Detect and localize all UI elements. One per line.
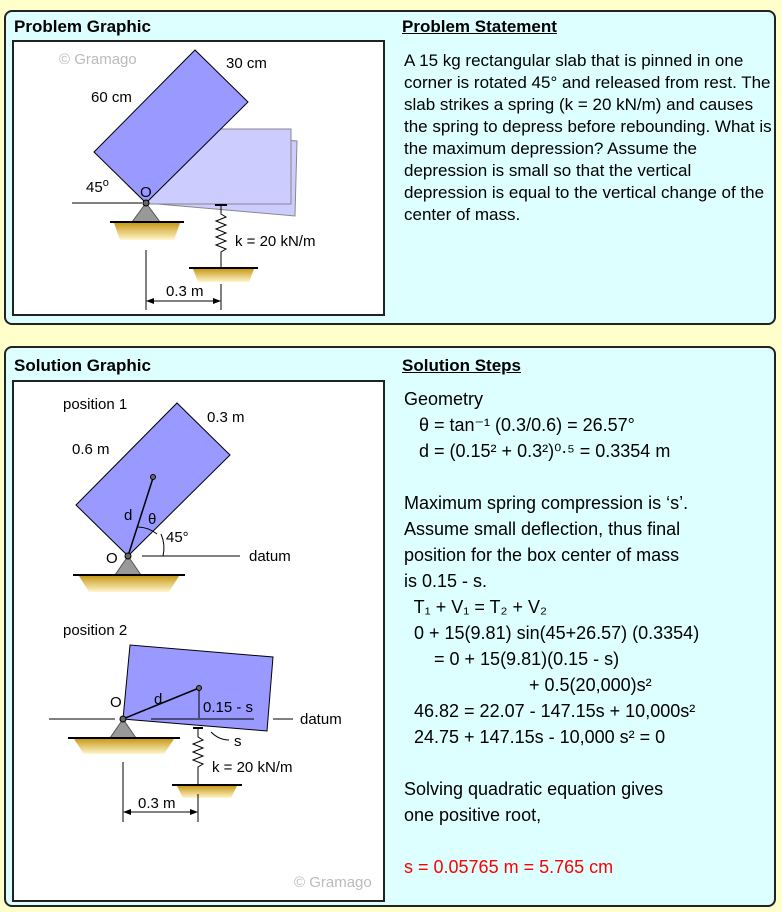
step-line — [404, 828, 774, 854]
step-line — [404, 464, 774, 490]
d-label-1: d — [124, 507, 132, 524]
slab-rotated — [93, 49, 249, 204]
problem-graphic: © Gramago 30 cm 60 cm 45o O k = 20 kN/m — [12, 40, 385, 316]
solution-diagram: © Gramago position 1 0.6 m 0.3 m d θ 45°… — [49, 396, 372, 891]
step-line: Maximum spring compression is ‘s’. — [404, 493, 689, 513]
pivot-label-2: O — [110, 694, 122, 711]
theta-label: θ — [148, 511, 156, 528]
step-line: position for the box center of mass — [404, 545, 680, 565]
height-label: 0.15 - s — [203, 699, 253, 716]
width-label: 30 cm — [226, 55, 267, 72]
solution-graphic: © Gramago position 1 0.6 m 0.3 m d θ 45°… — [12, 380, 385, 902]
step-line: 0 + 15(9.81) sin(45+26.57) (0.3354) — [404, 623, 700, 643]
d-vector-1 — [127, 477, 154, 557]
spring — [214, 204, 228, 268]
solution-steps-title: Solution Steps — [402, 356, 521, 375]
step-line: d = (0.15² + 0.3²)⁰·⁵ = 0.3354 m — [404, 441, 671, 461]
angle-label: 45o — [86, 177, 109, 196]
length-label: 0.6 m — [72, 441, 110, 458]
watermark: © Gramago — [59, 51, 137, 68]
step-line: Geometry — [404, 389, 484, 409]
length-label: 60 cm — [91, 89, 132, 106]
angle-label: 45° — [166, 529, 189, 546]
d-label-2: d — [154, 691, 162, 708]
pivot-label: O — [140, 184, 152, 201]
solution-steps: Geometry θ = tan⁻¹ (0.3/0.6) = 26.57° d … — [404, 386, 774, 880]
step-line: 24.75 + 147.15s - 10,000 s² = 0 — [404, 727, 666, 747]
spring-label: k = 20 kN/m — [235, 233, 315, 250]
problem-diagram: © Gramago 30 cm 60 cm 45o O k = 20 kN/m — [59, 49, 315, 310]
position-1-label: position 1 — [63, 396, 127, 413]
distance-label: 0.3 m — [166, 283, 204, 300]
distance-label: 0.3 m — [138, 795, 176, 812]
step-line: Assume small deflection, thus final — [404, 519, 681, 539]
step-line: + 0.5(20,000)s² — [404, 675, 652, 695]
problem-panel: Problem Graphic Problem Statement © Gram… — [4, 10, 776, 325]
pivot-pin — [142, 199, 150, 207]
problem-statement-title: Problem Statement — [402, 17, 557, 36]
problem-statement-text: A 15 kg rectangular slab that is pinned … — [404, 51, 772, 224]
step-line: T₁ + V₁ = T₂ + V₂ — [404, 597, 548, 617]
step-line: one positive root, — [404, 805, 542, 825]
d-vector-2 — [122, 687, 200, 720]
solution-graphic-title: Solution Graphic — [14, 356, 151, 375]
width-label: 0.3 m — [207, 409, 245, 426]
pivot-label-1: O — [106, 550, 118, 567]
step-line: is 0.15 - s. — [404, 571, 488, 591]
step-line — [404, 750, 774, 776]
step-line: θ = tan⁻¹ (0.3/0.6) = 26.57° — [404, 415, 635, 435]
datum-label-2: datum — [300, 711, 342, 728]
problem-graphic-title: Problem Graphic — [14, 17, 151, 36]
spring-2 — [191, 727, 205, 785]
spring-label: k = 20 kN/m — [212, 759, 292, 776]
solution-panel: Solution Graphic Solution Steps © Gramag… — [4, 346, 776, 907]
step-line: Solving quadratic equation gives — [404, 779, 664, 799]
datum-label-1: datum — [249, 548, 291, 565]
final-answer: s = 0.05765 m = 5.765 cm — [404, 857, 614, 877]
step-line: = 0 + 15(9.81)(0.15 - s) — [404, 649, 620, 669]
s-label: s — [234, 733, 242, 750]
watermark: © Gramago — [294, 874, 372, 891]
position-2-label: position 2 — [63, 622, 127, 639]
step-line: 46.82 = 22.07 - 147.15s + 10,000s² — [404, 701, 696, 721]
